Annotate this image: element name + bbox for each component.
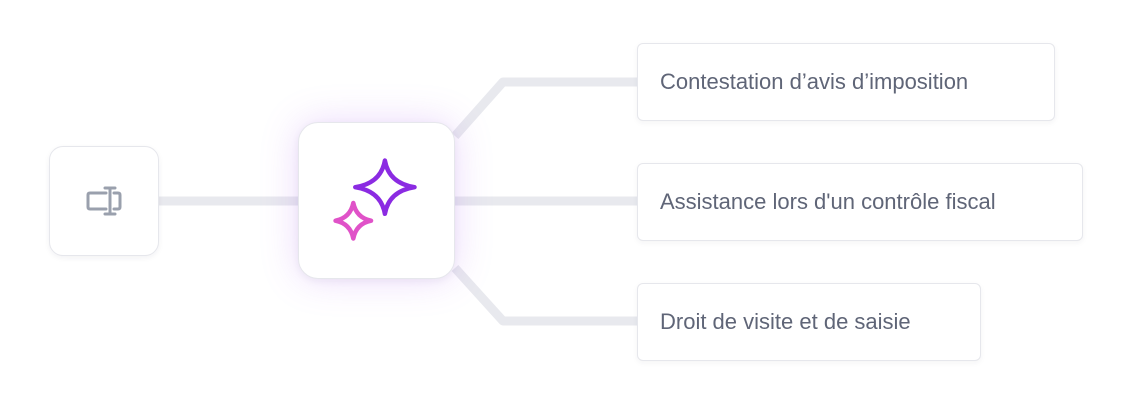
option-label: Droit de visite et de saisie <box>660 309 911 334</box>
option-card[interactable]: Contestation d’avis d’imposition <box>637 43 1055 121</box>
input-node[interactable] <box>49 146 159 256</box>
connector-ai-option-3 <box>451 264 637 326</box>
option-label: Assistance lors d'un contrôle fiscal <box>660 189 996 214</box>
text-cursor-input-icon <box>86 186 122 216</box>
sparkles-icon <box>333 158 417 241</box>
connector-ai-option-1 <box>451 77 637 139</box>
ai-node[interactable] <box>298 122 455 279</box>
option-label: Contestation d’avis d’imposition <box>660 69 969 94</box>
option-card[interactable]: Assistance lors d'un contrôle fiscal <box>637 163 1083 241</box>
option-card[interactable]: Droit de visite et de saisie <box>637 283 981 361</box>
